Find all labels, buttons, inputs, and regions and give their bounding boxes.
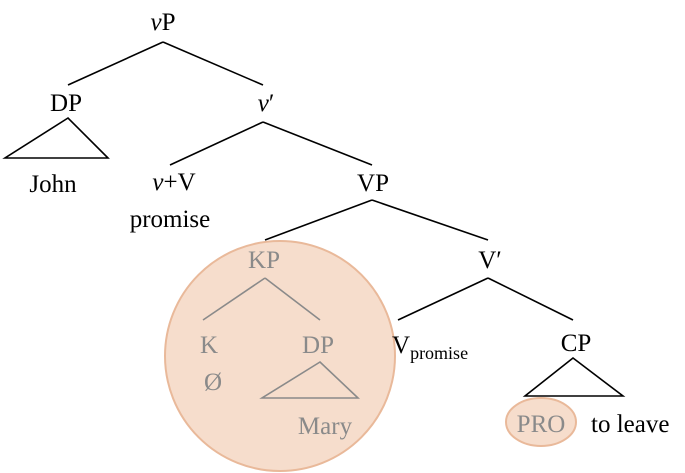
branch-vbar-vV	[169, 121, 264, 166]
node-K: K	[200, 332, 218, 359]
kp-highlight-circle	[164, 240, 396, 472]
node-DP-object: DP	[302, 332, 334, 359]
branch-Vbar-Vpromise	[397, 277, 489, 321]
branch-KP-K	[202, 277, 266, 321]
node-vbar: v′	[258, 90, 275, 117]
leaf-mary: Mary	[298, 413, 353, 440]
branch-vP-vbar	[162, 41, 264, 86]
branch-vbar-VP	[262, 121, 373, 166]
branch-Vbar-CP	[487, 277, 574, 321]
node-vP: vP	[150, 9, 175, 36]
node-V-promise: Vpromise	[392, 332, 468, 363]
leaf-PRO: PRO	[517, 411, 566, 438]
node-Vbar: V′	[478, 247, 502, 274]
node-VP: VP	[357, 170, 389, 197]
branch-VP-KP	[264, 199, 373, 241]
node-KP: KP	[248, 247, 280, 274]
triangle-CP	[522, 356, 626, 397]
leaf-null-case: Ø	[204, 369, 222, 396]
leaf-to-leave: to leave	[591, 411, 669, 438]
pro-highlight-ellipse	[505, 397, 577, 447]
branch-VP-Vbar	[371, 199, 489, 241]
node-v-plus-V: v+V	[152, 169, 195, 196]
node-DP-subject: DP	[50, 90, 82, 117]
triangle-DP-Mary	[259, 360, 361, 399]
node-CP: CP	[561, 330, 592, 357]
leaf-promise: promise	[130, 206, 211, 233]
triangle-DP-John	[2, 116, 110, 159]
branch-KP-DP	[264, 277, 321, 321]
branch-vP-DP	[67, 41, 164, 86]
leaf-john: John	[29, 171, 77, 198]
